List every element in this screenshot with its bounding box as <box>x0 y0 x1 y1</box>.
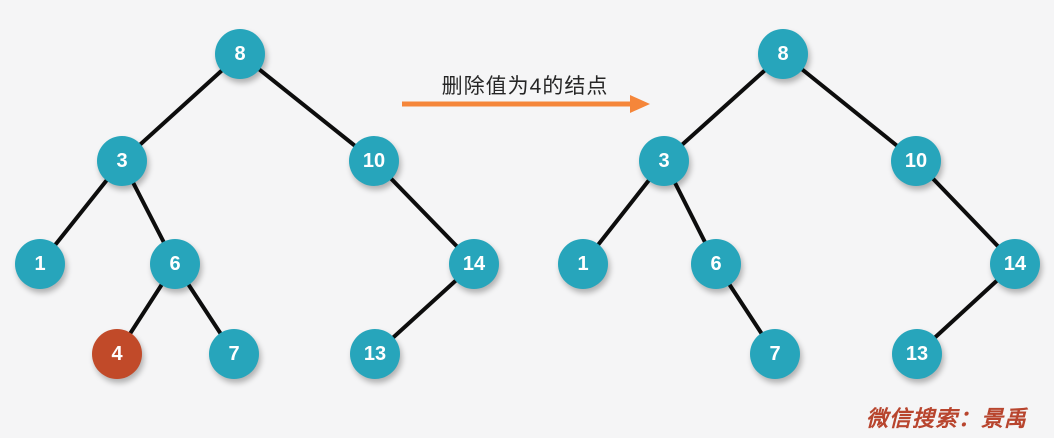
tree-edge-14-13 <box>915 262 1017 356</box>
transform-arrow-head-icon <box>630 95 650 113</box>
tree-edge-8-10 <box>781 52 918 163</box>
tree-edge-8-3 <box>662 52 785 163</box>
tree-edge-10-14 <box>372 159 476 266</box>
tree-edge-6-7 <box>173 262 236 356</box>
tree-edge-3-6 <box>120 159 177 266</box>
tree-edge-3-1 <box>581 159 666 266</box>
tree-edge-3-1 <box>38 159 124 266</box>
tree-edge-6-7 <box>714 262 777 356</box>
tree-edge-14-13 <box>373 262 476 356</box>
tree-edge-10-14 <box>914 159 1017 266</box>
arrow-label: 删除值为4的结点 <box>441 75 609 98</box>
tree-edge-8-10 <box>238 52 376 163</box>
tree-edge-3-6 <box>662 159 718 266</box>
tree-edge-6-4 <box>115 262 177 356</box>
tree-edge-8-3 <box>120 52 242 163</box>
watermark-text: 微信搜索：景禹 <box>866 406 1028 432</box>
